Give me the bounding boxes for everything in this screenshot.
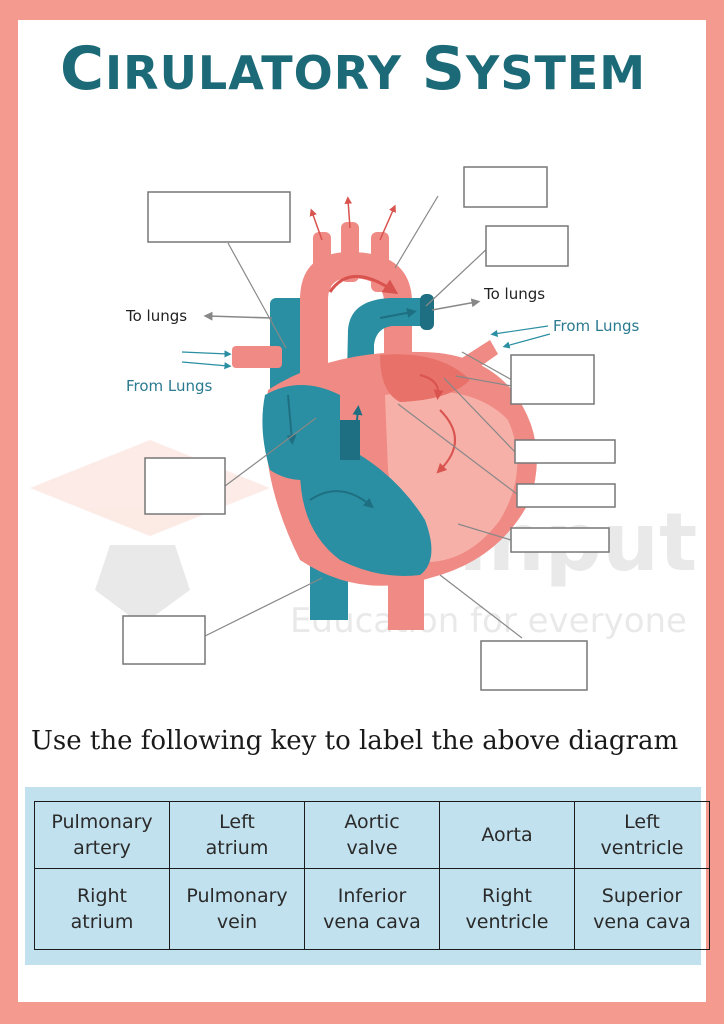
instruction-text: Use the following key to label the above… xyxy=(31,726,679,756)
to-lungs-right-label: To lungs xyxy=(483,285,545,303)
from-lungs-right-clip: From Lungs xyxy=(553,317,640,335)
flow-arrow xyxy=(328,275,399,295)
label-box-5[interactable] xyxy=(514,439,616,464)
leader-line xyxy=(397,403,518,495)
leader-line xyxy=(204,577,323,637)
flow-arrow xyxy=(309,490,374,509)
from-lungs-left-arrow xyxy=(181,350,232,358)
flow-arrow xyxy=(379,308,417,319)
pulmonary-vein-left-shape xyxy=(232,346,282,368)
flow-arrow xyxy=(419,374,444,400)
to-lungs-right-arrow xyxy=(431,298,481,311)
leader-line xyxy=(457,523,512,541)
leader-line xyxy=(394,195,439,269)
flow-arrow xyxy=(286,394,297,445)
leader-line xyxy=(455,375,513,387)
watermark-tagline: Education for everyone xyxy=(290,601,687,641)
label-box-1[interactable] xyxy=(147,191,291,243)
label-box-10[interactable] xyxy=(480,640,588,691)
label-box-3[interactable] xyxy=(485,225,569,267)
leader-line xyxy=(439,574,523,639)
key-cell-aorta: Aorta xyxy=(439,801,575,869)
label-box-9[interactable] xyxy=(122,615,206,665)
label-box-8[interactable] xyxy=(144,457,226,515)
right-ventricle-shape xyxy=(300,454,432,576)
pulmonary-artery-end-shape xyxy=(420,294,434,330)
leader-line xyxy=(224,417,317,487)
left-atrium-shape xyxy=(380,354,470,402)
label-box-4[interactable] xyxy=(510,354,595,405)
from-lungs-right-arrow xyxy=(490,325,549,338)
from-lungs-right-label: From Lungs xyxy=(553,317,640,335)
leader-line xyxy=(443,377,516,453)
from-lungs-right-arrow xyxy=(502,333,551,349)
from-lungs-left-arrow xyxy=(181,361,232,370)
label-box-2[interactable] xyxy=(463,166,548,208)
flow-arrow xyxy=(344,196,353,229)
watermark-pen-shape xyxy=(95,545,190,625)
leader-line xyxy=(425,245,491,307)
to-lungs-left-arrow xyxy=(203,311,273,321)
to-lungs-left-label: To lungs xyxy=(125,307,187,325)
from-lungs-left-label: From Lungs xyxy=(126,377,213,395)
label-box-6[interactable] xyxy=(516,483,616,508)
flow-arrow xyxy=(309,208,323,241)
leader-line xyxy=(227,242,287,349)
leader-line xyxy=(461,351,513,381)
flow-arrow xyxy=(352,405,363,441)
right-atrium-shape xyxy=(262,385,340,480)
page-title: CIRULATORY SYSTEM xyxy=(60,34,647,104)
label-box-7[interactable] xyxy=(510,527,610,553)
flow-arrow xyxy=(436,409,456,474)
leader-lines xyxy=(204,195,523,639)
flow-arrow xyxy=(379,204,396,241)
